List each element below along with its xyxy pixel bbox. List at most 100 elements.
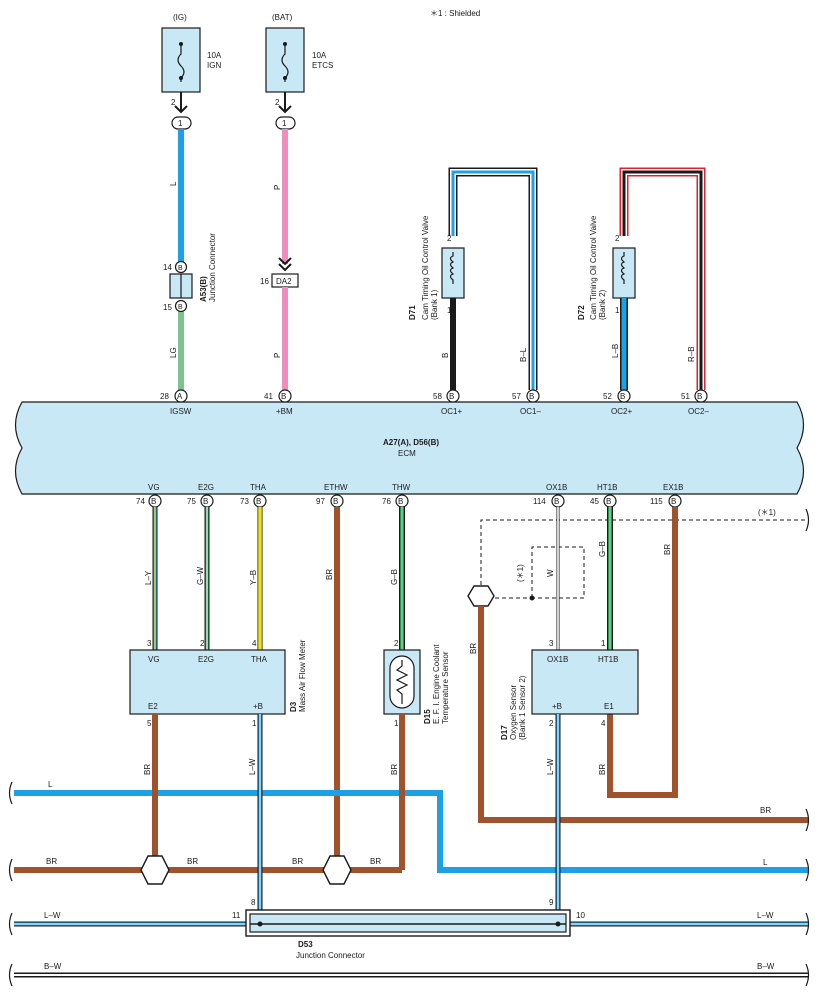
d53-node-2 <box>555 921 561 927</box>
d72-wire-r-b <box>622 170 703 390</box>
d15-line2: Temperature Sensor <box>441 651 450 724</box>
fuse-etcs-pin-bottom: 1 <box>282 119 287 128</box>
wire-g-b-ht1b-label: G–B <box>598 541 607 557</box>
wire-br-shield-ground <box>478 606 808 823</box>
d71-wire-b-l <box>451 170 535 390</box>
fuse-etcs-symbol <box>281 44 289 82</box>
wire-l-bus-label-right: L <box>763 858 768 867</box>
valve-d72: 2 1 L–B R–B D72 Cam Timing Oil Control V… <box>577 167 706 390</box>
ecm-pin-igsw-conn: A <box>177 392 183 401</box>
bracket-right-0 <box>805 508 810 532</box>
sensor-d15: 2 1 D15 E. F. I. Engine Coolant Temperat… <box>383 639 450 728</box>
ecm-pin-bm-num: 41 <box>264 392 273 401</box>
ecm-pin-igsw-num: 28 <box>160 392 169 401</box>
wire-w-label: W <box>546 569 555 577</box>
d15-pin-bottom: 1 <box>394 719 399 728</box>
fuse-ign-pin-bottom: 1 <box>178 119 183 128</box>
wire-b-w-label-right: B–W <box>757 962 775 971</box>
wire-b-w-label-left: B–W <box>44 962 62 971</box>
fuse-etcs-dot-bottom <box>283 76 287 80</box>
fuse-etcs-arrow <box>278 92 292 114</box>
ecm-pin-ethw-conn: B <box>333 497 338 506</box>
ecm-pin-ht1b-num: 45 <box>590 497 599 506</box>
wire-br-bus-label-2: BR <box>187 857 198 866</box>
wire-l-w-d3-label: L–W <box>248 758 257 775</box>
fuse-etcs-name: ETCS <box>312 61 333 70</box>
d3-pin-top-2-name: THA <box>251 655 268 664</box>
d3-pin-top-1-num: 2 <box>200 639 205 648</box>
junction-d53: 11 8 9 10 D53 Junction Connector <box>232 898 585 960</box>
bracket-right-2 <box>805 858 810 882</box>
bracket-left-3 <box>8 912 13 936</box>
ecm-pin-e2g: E2G 75 B <box>187 483 214 508</box>
ecm-pin-oc2p-circle <box>617 389 631 403</box>
wire-l-bus <box>14 790 808 873</box>
ecm-pin-vg-num: 74 <box>136 497 145 506</box>
ecm-pin-ht1b-conn: B <box>606 497 611 506</box>
ecm-pin-vg: VG 74 B <box>136 483 162 508</box>
junction-a53-pin-bottom-num: 15 <box>163 303 172 312</box>
valve-d71: 2 1 B B–L D71 Cam Timing Oil Control Val… <box>408 167 538 390</box>
valve-d71-code: D71 <box>408 305 417 320</box>
ecm-pin-e2g-name: E2G <box>198 483 214 492</box>
fuse-ign-dot-bottom <box>179 76 183 80</box>
junction-a53-pin-bottom <box>174 299 188 313</box>
bracket-right-4 <box>805 963 810 987</box>
connector-da2-label: DA2 <box>276 277 292 286</box>
bracket-right-3 <box>805 912 810 936</box>
ecm-pin-bm-name: +BM <box>276 407 293 416</box>
ecm-pin-oc2p: 52 B OC2+ <box>603 389 632 416</box>
ecm-pin-tha-name: THA <box>250 483 267 492</box>
d3-pin-bottom-0-name: E2 <box>148 702 158 711</box>
ecm-pin-oc1m-name: OC1– <box>520 407 541 416</box>
sensor-d17: 3 1 OX1B HT1B +B E1 2 4 D17 Oxygen Senso… <box>500 639 639 740</box>
valve-d72-pin1: 2 <box>615 234 620 243</box>
ecm-pin-oc1m-conn: B <box>529 392 534 401</box>
fuse-ign-rating: 10A <box>207 51 222 60</box>
d53-name: Junction Connector <box>296 951 365 960</box>
d17-box <box>531 649 639 715</box>
valve-d72-sub: (Bank 2) <box>598 289 607 320</box>
d15-code: D15 <box>423 709 432 724</box>
fuse-etcs-pin-top: 2 <box>275 98 280 107</box>
valve-d71-coil-icon <box>449 252 455 284</box>
wire-l-w-bus-label-left: L–W <box>44 911 61 920</box>
wire-g-w-label: G–W <box>196 566 205 585</box>
ecm-pin-e2g-num: 75 <box>187 497 196 506</box>
d53-pin-10: 10 <box>576 911 585 920</box>
ecm-pin-igsw: 28 A IGSW <box>160 389 192 416</box>
bus-end-brackets <box>8 508 810 987</box>
d3-pin-top-0-name: VG <box>148 655 160 664</box>
wire-br-ex1b <box>607 507 678 798</box>
fuse-ign-pin-top: 2 <box>171 98 176 107</box>
ecm-pin-oc2p-conn: B <box>620 392 625 401</box>
ecm-pin-ht1b-name: HT1B <box>597 483 617 492</box>
valve-d71-pin2: 1 <box>447 306 452 315</box>
ecm-pin-igsw-name: IGSW <box>170 407 192 416</box>
ecm-pin-thw-num: 76 <box>382 497 391 506</box>
d3-pin-top-0-num: 3 <box>147 639 152 648</box>
fuse-ign-name: IGN <box>207 61 221 70</box>
wire-br-e2-label: BR <box>143 764 152 775</box>
ecm-pin-oc1m-num: 57 <box>512 392 521 401</box>
wire-br-e1-label: BR <box>598 764 607 775</box>
ecm-pin-bm: 41 B +BM <box>264 389 293 416</box>
ecm-pin-oc1p-conn: B <box>449 392 454 401</box>
d71-wire-b-l-label: B–L <box>519 347 528 362</box>
d17-name: Oxygen Sensor <box>509 685 518 740</box>
junction-a53-code: A53(B) <box>199 276 208 302</box>
d3-name: Mass Air Flow Meter <box>298 639 307 712</box>
fuse-etcs-dot-top <box>283 42 287 46</box>
wire-br-bus-label-1: BR <box>46 857 57 866</box>
ecm-pin-igsw-circle <box>174 389 188 403</box>
junction-a53-pin-top-num: 14 <box>163 263 172 272</box>
junction-a53-pin-bottom-conn: B <box>178 304 183 311</box>
d17-pin-bottom-0-name: +B <box>552 702 562 711</box>
fuse-etcs-source: (BAT) <box>272 13 293 22</box>
d17-pin-top-0-num: 3 <box>549 639 554 648</box>
ecm-body <box>14 401 805 495</box>
d17-pin-top-1-num: 1 <box>601 639 606 648</box>
ecm-pin-thw-name: THW <box>392 483 411 492</box>
ecm-pin-ht1b: HT1B 45 B <box>590 483 617 508</box>
